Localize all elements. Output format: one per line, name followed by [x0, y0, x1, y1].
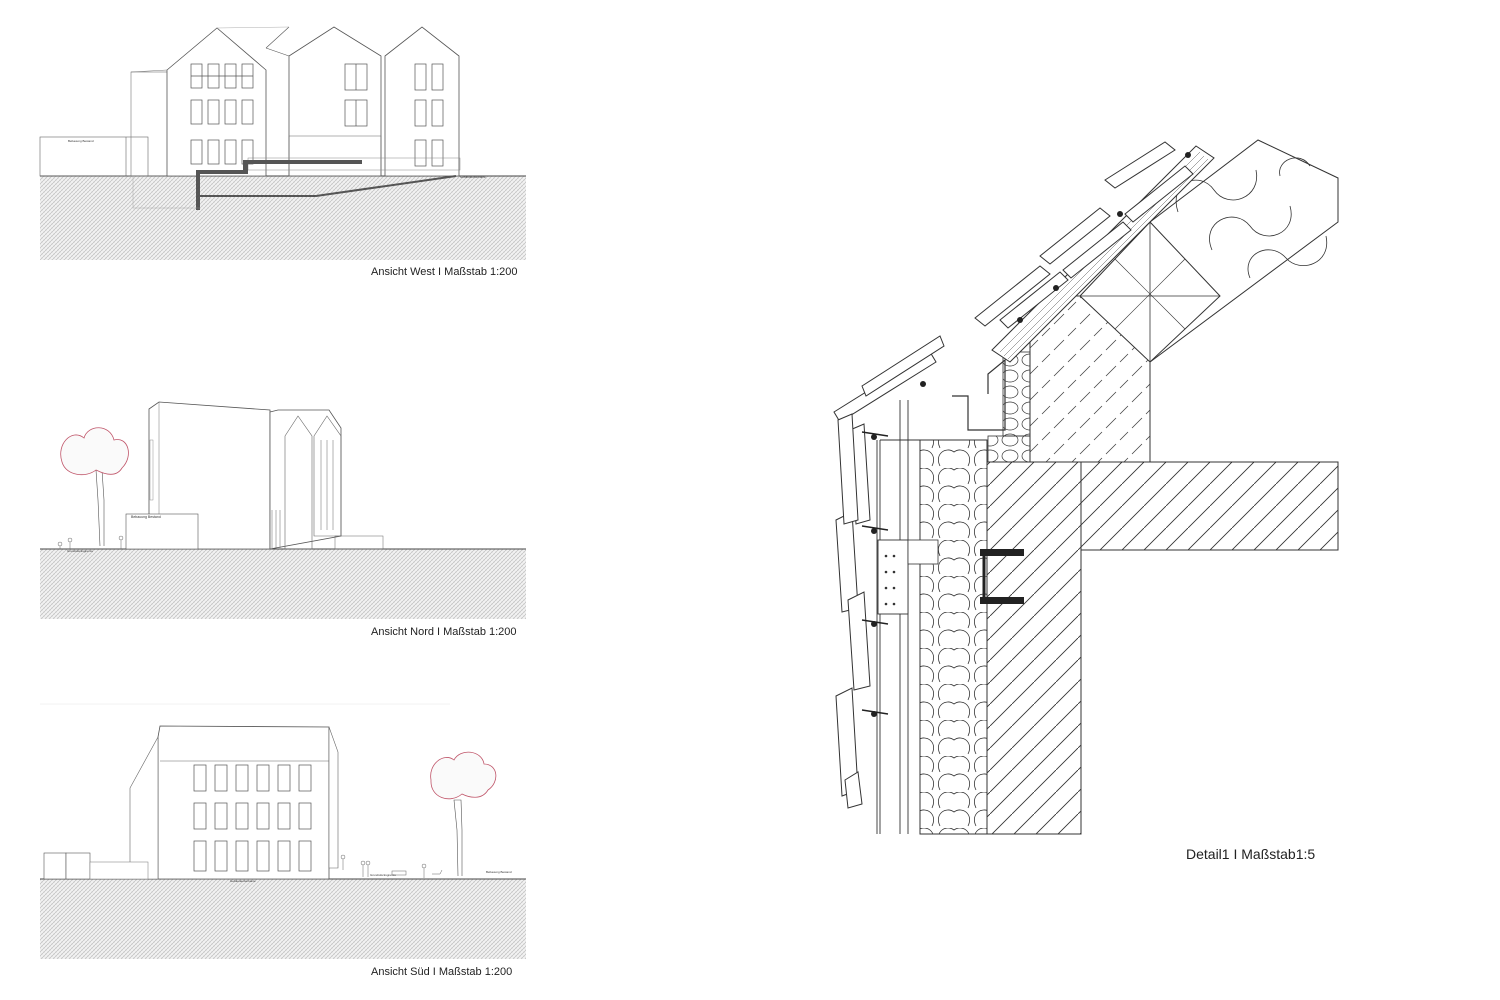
concrete-slab: [1080, 461, 1339, 551]
building-gable-1: [166, 27, 267, 177]
building-block-sued: [157, 725, 330, 880]
detail-section: [833, 139, 1339, 835]
annex-nord: [125, 513, 199, 550]
windows-west-2: [344, 63, 444, 167]
caption-sued: Ansicht Süd I Maßstab 1:200: [371, 966, 512, 978]
windows-sued: [193, 764, 312, 872]
caption-detail: Detail1 I Maßstab1:5: [1186, 846, 1315, 862]
concrete-wall: [986, 461, 1082, 835]
section-slab-west: [196, 160, 362, 210]
neighbour-building-west: [39, 136, 149, 177]
elevation-west: [39, 26, 526, 260]
svg-text:Bebauung Bestand: Bebauung Bestand: [68, 139, 94, 143]
svg-text:Gebäudeoberkante: Gebäudeoberkante: [460, 175, 486, 179]
facade-insulation: [919, 439, 988, 835]
ground-nord: [40, 549, 526, 619]
elevation-nord: [40, 401, 526, 619]
svg-text:Gebäudeoberkante: Gebäudeoberkante: [230, 879, 256, 883]
caption-west: Ansicht West I Maßstab 1:200: [371, 266, 518, 278]
building-gable-3: [384, 26, 460, 177]
svg-text:Grundstücksgrenze: Grundstücksgrenze: [370, 873, 396, 877]
building-gable-nord: [269, 409, 342, 550]
ground-sued: [40, 879, 526, 959]
caption-nord: Ansicht Nord I Maßstab 1:200: [371, 626, 517, 638]
tree-nord: [60, 427, 129, 547]
tree-sued: [430, 751, 497, 877]
eave-flashing: [952, 358, 1006, 431]
elevation-sued: [40, 703, 526, 959]
wall-bracket: [877, 539, 909, 615]
windows-west-1: [190, 63, 254, 165]
roof-tiles: [974, 141, 1194, 329]
ground-west: [40, 176, 526, 260]
svg-text:Bebauung Bestand: Bebauung Bestand: [131, 515, 161, 519]
facade-shingles: [833, 335, 945, 809]
people-nord: [57, 535, 124, 549]
facade-screws: [871, 152, 1191, 717]
svg-text:Grundstücksgrenze: Grundstücksgrenze: [67, 549, 93, 553]
anchor-bolts: [980, 549, 1024, 604]
eave-insulation: [1002, 351, 1031, 437]
svg-text:Bebauung Bestand: Bebauung Bestand: [486, 870, 512, 874]
people-sued: [340, 854, 443, 878]
facade-substructure: [876, 400, 920, 834]
